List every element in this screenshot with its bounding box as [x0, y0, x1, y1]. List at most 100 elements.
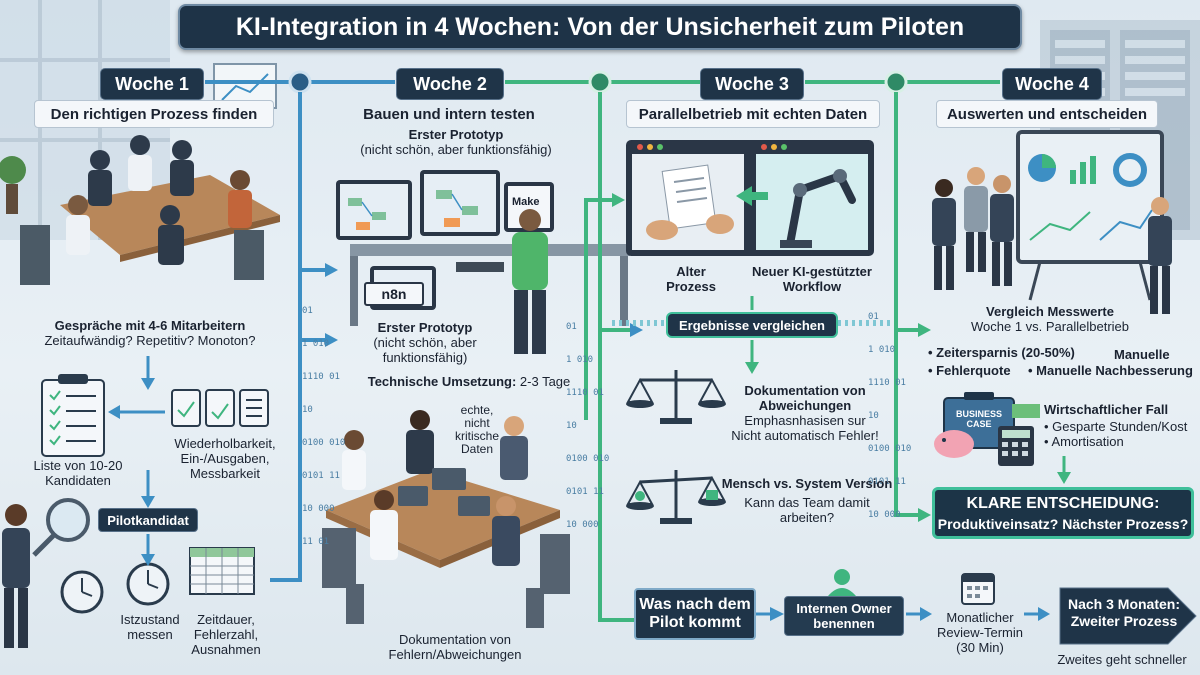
metric-bullet: • Manuelle Nachbesserung: [1028, 363, 1193, 378]
old-process-label: Alter Prozess: [646, 264, 736, 294]
baseline-metrics-line: Zeitdauer,: [197, 612, 255, 627]
baseline-metrics-line: Ausnahmen: [191, 642, 261, 657]
assign-owner-line: Internen Owner: [796, 601, 892, 616]
business-case-bullet: • Gesparte Stunden/Kost: [1044, 419, 1188, 434]
final-decision-title: KLARE ENTSCHEIDUNG:: [966, 495, 1160, 512]
team-testing-illustration: [322, 410, 570, 628]
deviation-documentation-title: Dokumentation von: [744, 383, 866, 398]
business-case-badge-line: CASE: [966, 419, 992, 429]
owner-avatar-icon: [828, 569, 856, 596]
binary-decoration: 01 1 010 1110 01 10 0100 010 0101 11 10 …: [566, 300, 609, 542]
prototype-mid-line: funktionsfähig): [382, 350, 468, 365]
next-process-label: Nach 3 Monaten: Zweiter Prozess: [1062, 596, 1186, 630]
final-decision-question: Produktiveinsatz? Nächster Prozess?: [937, 516, 1189, 532]
week-4-label: Woche 4: [1002, 68, 1102, 100]
error-documentation-line: Fehlern/Abweichungen: [388, 647, 522, 662]
clock-icon-group: [60, 562, 170, 614]
business-case-bullet: • Amortisation: [1044, 434, 1124, 449]
week-3-subtitle: Parallelbetrieb mit echten Daten: [626, 100, 880, 128]
monthly-review-line: (30 Min): [956, 640, 1004, 655]
timeline-node: [588, 70, 612, 94]
measure-label: Istzustand messen: [112, 612, 188, 642]
parallel-run-screens-graphic: [626, 140, 874, 256]
analyst-with-magnifier-graphic: [2, 498, 90, 648]
metric-bullet: • Zeitersparnis (20-50%): [928, 345, 1075, 360]
binary-line: 01: [566, 322, 577, 332]
binary-line: 1 010: [302, 339, 330, 349]
data-note-line: Daten: [460, 442, 494, 456]
business-case-graphic: [934, 392, 1040, 466]
binary-line: 0101 11: [566, 487, 604, 497]
criteria-line: Ein-/Ausgaben,: [180, 451, 270, 466]
business-case-badge: BUSINESS CASE: [946, 409, 1012, 429]
criteria-label: Wiederholbarkeit, Ein-/Ausgaben, Messbar…: [160, 436, 290, 481]
monthly-review-label: Monatlicher Review-Termin (30 Min): [930, 610, 1030, 655]
new-workflow-line: Neuer KI-gestützter: [752, 264, 872, 279]
flow-arrow: [270, 92, 325, 582]
new-workflow-line: Workflow: [782, 279, 842, 294]
binary-line: 1110 01: [566, 388, 604, 398]
candidate-list-label-line: Kandidaten: [45, 473, 111, 488]
data-note-line: nicht: [464, 416, 490, 430]
baseline-metrics-line: Fehlerzahl,: [193, 627, 259, 642]
business-case-title: Wirtschaftlicher Fall: [1044, 402, 1169, 417]
n8n-logo: n8n: [364, 282, 424, 306]
pilot-candidate-badge: Pilotkandidat: [98, 508, 198, 532]
binary-line: 0101 11: [868, 477, 906, 487]
binary-decoration: 01 1 010 1110 01 10 0100 010 0101 11 10 …: [302, 284, 345, 559]
week-1-label: Woche 1: [100, 68, 204, 100]
old-process-line: Alter: [676, 264, 706, 279]
measure-line: Istzustand: [120, 612, 180, 627]
next-process-arrow: [1059, 587, 1197, 645]
binary-line: 10 000: [302, 504, 335, 514]
spreadsheet-graphic: [189, 547, 255, 595]
balance-scale-icon: [626, 370, 726, 424]
binary-line: 01: [868, 312, 879, 322]
human-vs-system-text: arbeiten?: [779, 510, 835, 525]
data-note-line: kritische: [454, 429, 499, 443]
after-pilot-line: Pilot kommt: [649, 614, 741, 631]
monthly-review-line: Monatlicher: [946, 610, 1014, 625]
prototype-top-line: (nicht schön, aber funktionsfähig): [360, 142, 552, 157]
timeline-node: [288, 70, 312, 94]
error-documentation-line: Dokumentation von: [398, 632, 511, 647]
prototype-mid-label: Erster Prototyp (nicht schön, aber funkt…: [350, 320, 500, 365]
assign-owner-line: benennen: [813, 616, 875, 631]
week-2-subtitle: Bauen und intern testen: [363, 105, 535, 123]
binary-line: 1110 01: [302, 372, 340, 382]
interviews-subtitle: Zeitaufwändig? Repetitiv? Monoton?: [44, 333, 256, 348]
metric-bullet: • Fehlerquote: [928, 363, 1011, 378]
binary-line: 0101 11: [302, 471, 340, 481]
stakeholders-illustration: [932, 167, 1172, 314]
binary-line: 1110 01: [868, 378, 906, 388]
deviation-documentation-block: Dokumentation von Abweichungen Emphasnha…: [712, 383, 898, 443]
next-process-line: Nach 3 Monaten:: [1067, 596, 1180, 612]
after-pilot-line: Was nach dem: [639, 596, 751, 613]
prototype-mid-line: (nicht schön, aber: [373, 335, 477, 350]
human-vs-system-text: Kann das Team damit: [744, 495, 870, 510]
prototype-top-line: Erster Prototyp: [408, 127, 504, 142]
data-note-bubble: echte, nicht kritische Daten: [446, 404, 508, 456]
assign-owner-box: Internen Owner benennen: [784, 596, 904, 636]
next-process-line: Zweiter Prozess: [1070, 613, 1178, 629]
metrics-comparison-subtitle: Woche 1 vs. Parallelbetrieb: [970, 319, 1129, 334]
criteria-line: Wiederholbarkeit,: [174, 436, 276, 451]
tech-implementation-value: 2-3 Tage: [519, 374, 571, 389]
binary-line: 0100 010: [868, 444, 912, 454]
faster-note: Zweites geht schneller: [1057, 652, 1187, 667]
candidate-list-label-line: Liste von 10-20: [33, 458, 123, 473]
after-pilot-box: Was nach dem Pilot kommt: [634, 588, 756, 640]
error-documentation-label: Dokumentation von Fehlern/Abweichungen: [360, 632, 550, 662]
presentation-board-graphic: [1016, 130, 1164, 301]
binary-line: 11 01: [302, 537, 330, 547]
human-vs-system-title: Mensch vs. System Version: [721, 476, 893, 491]
binary-line: 01: [302, 306, 313, 316]
binary-decoration: 01 1 010 1110 01 10 0100 010 0101 11 10 …: [868, 290, 911, 532]
deviation-documentation-text: Emphasnhasisen sur: [744, 413, 866, 428]
binary-line: 1 010: [868, 345, 896, 355]
business-case-badge-line: BUSINESS: [955, 409, 1002, 419]
binary-line: 10: [566, 421, 577, 431]
human-vs-system-block: Mensch vs. System Version Kann das Team …: [712, 476, 902, 525]
measure-line: messen: [127, 627, 173, 642]
make-logo: Make: [512, 196, 540, 208]
